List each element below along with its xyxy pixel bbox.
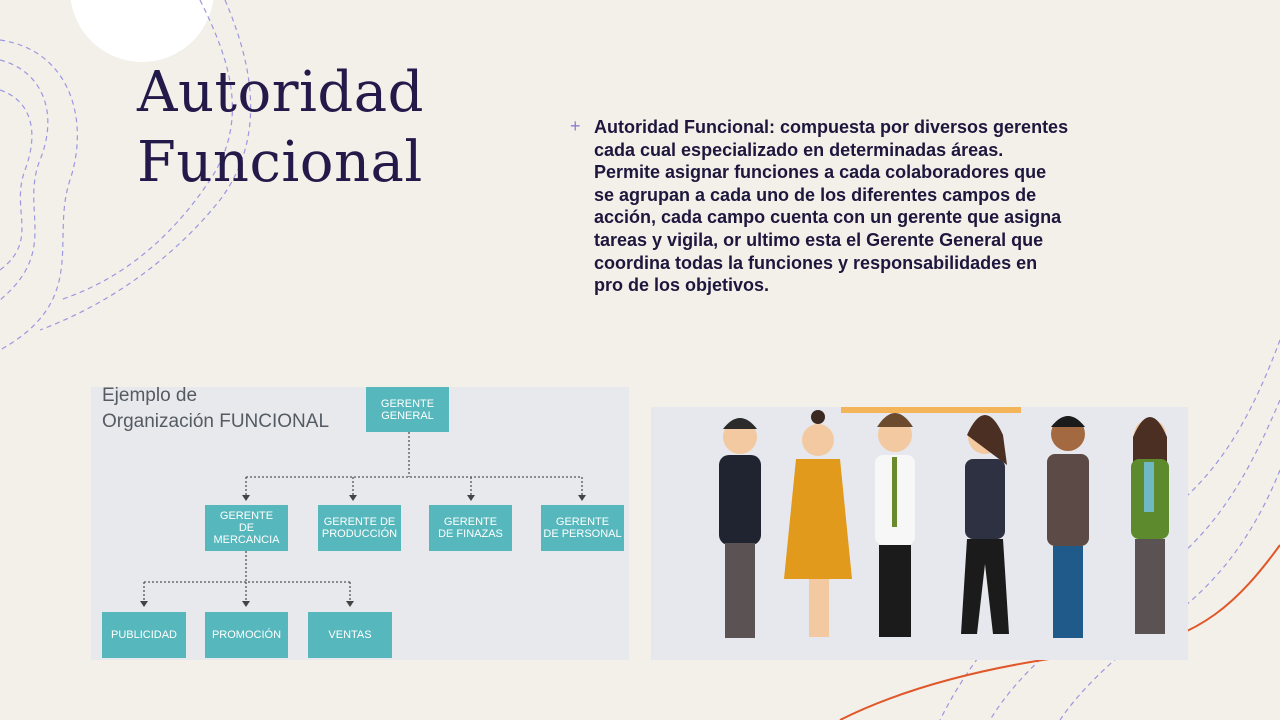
person-2 [784, 410, 852, 637]
box-level3: VENTAS [308, 612, 392, 658]
org-chart-image: Ejemplo de Organización FUNCIONAL GERENT… [91, 387, 629, 660]
box-level3: PUBLICIDAD [102, 612, 186, 658]
org-chart-caption: Ejemplo de Organización FUNCIONAL [102, 387, 329, 435]
box-level2: GERENTE DE FINAZAS [429, 505, 512, 551]
caption-line-1: Ejemplo de [102, 387, 198, 406]
box-gerente-general: GERENTE GENERAL [366, 387, 449, 432]
team-illustration [651, 407, 1188, 660]
people-figures [719, 407, 1169, 638]
person-5 [1047, 416, 1089, 638]
bullet-paragraph: + Autoridad Funcional: compuesta por div… [570, 116, 1070, 297]
caption-line-2: Organización FUNCIONAL [102, 411, 330, 432]
box-level2: GERENTE DE PRODUCCIÓN [318, 505, 401, 551]
plus-icon: + [570, 116, 581, 136]
person-4 [961, 415, 1009, 634]
person-1 [719, 418, 761, 638]
box-level2: GERENTE DE MERCANCIA [205, 505, 288, 551]
bullet-text: Autoridad Funcional: compuesta por diver… [594, 117, 1069, 296]
person-6 [1131, 417, 1169, 634]
person-3 [875, 413, 915, 637]
title-line-2: Funcional [137, 130, 423, 195]
slide-title: Autoridad Funcional [137, 58, 424, 198]
title-line-1: Autoridad [137, 60, 424, 125]
box-level3: PROMOCIÓN [205, 612, 288, 658]
org-chart-connectors [140, 432, 586, 607]
box-level2: GERENTE DE PERSONAL [541, 505, 624, 551]
